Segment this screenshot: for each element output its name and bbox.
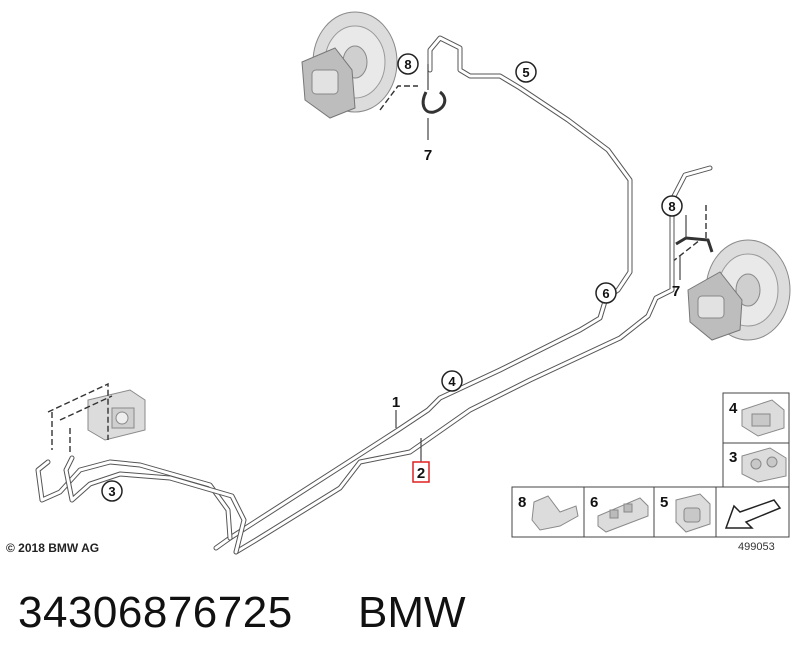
bracket-8-icon (531, 495, 579, 531)
legend-cell-6[interactable]: 6 (583, 486, 655, 538)
callout-4-text: 4 (448, 374, 456, 389)
callout-8-front: 8 (397, 53, 419, 75)
legend-cell-3[interactable]: 3 (722, 442, 790, 488)
callout-2-highlight[interactable]: 2 (412, 461, 430, 483)
legend-cell-8-number: 8 (518, 494, 526, 511)
front-brake-assembly (301, 11, 398, 119)
rear-brake-assembly (687, 239, 791, 341)
arrow-direction-icon (724, 499, 782, 529)
brand-name: BMW (358, 588, 466, 637)
legend-cell-4[interactable]: 4 (722, 392, 790, 444)
rear-brake-hose (675, 236, 714, 253)
front-brake-hose (421, 90, 447, 114)
clip-4-icon (741, 399, 785, 437)
callout-7-rear: 7 (672, 283, 680, 300)
legend-cell-8[interactable]: 8 (511, 486, 585, 538)
callout-8-rear-text: 8 (668, 199, 675, 214)
callout-5-text: 5 (522, 65, 529, 80)
clip-strip-6-icon (597, 497, 649, 533)
clip-5-icon (675, 493, 711, 533)
copyright-text: © 2018 BMW AG (6, 541, 100, 555)
part-number: 34306876725 (18, 588, 293, 637)
legend-cell-4-number: 4 (729, 400, 738, 417)
diagram-number: 499053 (738, 541, 775, 553)
callout-7-front: 7 (424, 147, 432, 164)
callout-2: 2 (417, 465, 425, 482)
clip-3-icon (741, 447, 787, 483)
legend-cell-5-number: 5 (660, 494, 668, 511)
legend-cell-6-number: 6 (590, 494, 598, 511)
callout-6: 6 (595, 282, 617, 304)
legend-cell-5[interactable]: 5 (653, 486, 717, 538)
callout-4: 4 (441, 370, 463, 392)
callout-8-front-text: 8 (404, 57, 411, 72)
legend-cell-3-number: 3 (729, 449, 737, 466)
callout-3-text: 3 (108, 484, 115, 499)
callout-8-rear: 8 (661, 195, 683, 217)
callout-1: 1 (392, 394, 400, 411)
abs-unit (87, 389, 146, 441)
callout-3: 3 (101, 480, 123, 502)
parts-legend: 4 3 8 6 (511, 392, 790, 538)
legend-cell-arrow (715, 486, 790, 538)
callout-6-text: 6 (602, 286, 609, 301)
callout-5: 5 (515, 61, 537, 83)
